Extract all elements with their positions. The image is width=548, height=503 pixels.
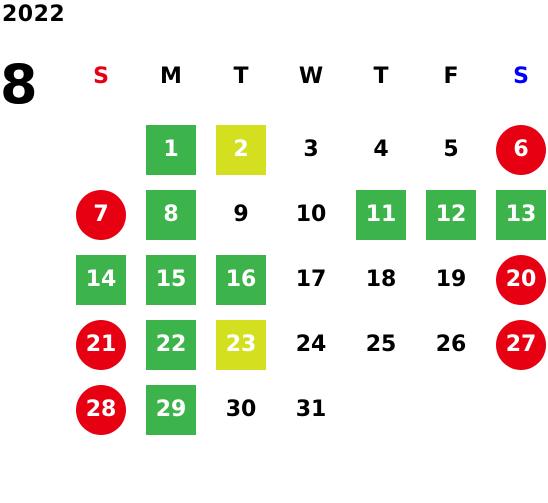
- day-cell-26: 26: [435, 332, 467, 357]
- day-cell-3: 3: [303, 137, 319, 162]
- day-cell-30: 30: [225, 397, 257, 422]
- day-cell-22: 22: [146, 320, 196, 370]
- year-label: 2022: [2, 2, 66, 27]
- day-cell-5: 5: [443, 137, 459, 162]
- weekday-monday: M: [160, 64, 182, 89]
- day-cell-13: 13: [496, 190, 546, 240]
- weekday-friday: F: [443, 64, 459, 89]
- weekday-wednesday: W: [298, 64, 324, 89]
- weekday-saturday: S: [513, 64, 529, 89]
- day-cell-4: 4: [373, 137, 389, 162]
- day-cell-25: 25: [365, 332, 397, 357]
- day-cell-7: 7: [76, 190, 126, 240]
- day-cell-10: 10: [295, 202, 327, 227]
- day-cell-17: 17: [295, 267, 327, 292]
- day-cell-1: 1: [146, 125, 196, 175]
- day-cell-28: 28: [76, 385, 126, 435]
- day-cell-11: 11: [356, 190, 406, 240]
- day-cell-23: 23: [216, 320, 266, 370]
- day-cell-15: 15: [146, 255, 196, 305]
- day-cell-24: 24: [295, 332, 327, 357]
- day-cell-8: 8: [146, 190, 196, 240]
- day-cell-16: 16: [216, 255, 266, 305]
- day-cell-29: 29: [146, 385, 196, 435]
- day-cell-20: 20: [496, 255, 546, 305]
- day-cell-19: 19: [435, 267, 467, 292]
- weekday-thursday: T: [373, 64, 389, 89]
- day-cell-12: 12: [426, 190, 476, 240]
- day-cell-18: 18: [365, 267, 397, 292]
- day-cell-21: 21: [76, 320, 126, 370]
- weekday-sunday: S: [93, 64, 109, 89]
- day-cell-31: 31: [295, 397, 327, 422]
- day-cell-27: 27: [496, 320, 546, 370]
- month-label: 8: [0, 53, 38, 116]
- day-cell-6: 6: [496, 125, 546, 175]
- day-cell-2: 2: [216, 125, 266, 175]
- weekday-tuesday: T: [233, 64, 249, 89]
- day-cell-9: 9: [233, 202, 249, 227]
- day-cell-14: 14: [76, 255, 126, 305]
